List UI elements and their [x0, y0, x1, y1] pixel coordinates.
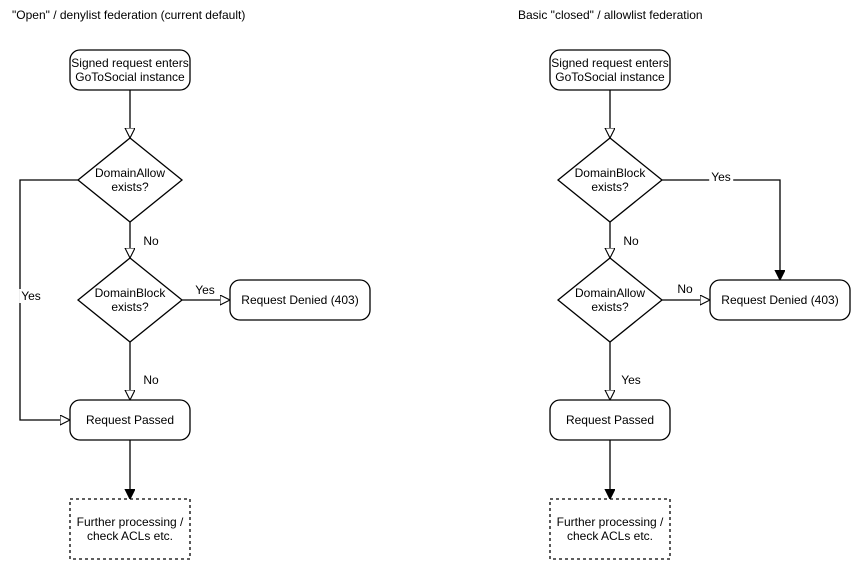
decision2-label: DomainBlock exists? [94, 286, 166, 314]
further-processing-box [69, 498, 191, 560]
diagram-open-denylist [19, 49, 371, 560]
diagram-title-open-denylist: "Open" / denylist federation (current de… [12, 8, 246, 22]
edge-label-no: No [621, 234, 641, 248]
further-processing-label: Further processing / check ACLs etc. [76, 515, 184, 543]
edge-label-yes: Yes [193, 283, 217, 297]
edge-label-yes: Yes [19, 289, 43, 303]
edge-label-yes: Yes [619, 373, 643, 387]
passed-node-label: Request Passed [85, 413, 175, 427]
edge-label-no: No [141, 373, 161, 387]
decision2-diamond [556, 257, 664, 343]
passed-node-box [69, 399, 191, 441]
edge-label-no: No [675, 282, 695, 296]
diagram-closed-allowlist [549, 49, 851, 560]
diagram-title-closed-allowlist: Basic "closed" / allowlist federation [518, 8, 703, 22]
denied-node-label: Request Denied (403) [721, 293, 839, 307]
further-processing-label: Further processing / check ACLs etc. [556, 515, 664, 543]
start-node-label: Signed request enters GoToSocial instanc… [71, 56, 189, 84]
passed-node-label: Request Passed [565, 413, 655, 427]
denied-node-label: Request Denied (403) [241, 293, 359, 307]
decision2-label: DomainAllow exists? [574, 286, 646, 314]
edge-decision1-yes-elbow-to-denied [662, 179, 780, 280]
edge-label-yes: Yes [709, 170, 733, 184]
decision1-label: DomainAllow exists? [94, 166, 166, 194]
decision1-diamond [556, 137, 664, 223]
denied-node-box [229, 279, 371, 321]
passed-node-box [549, 399, 671, 441]
denied-node-box [709, 279, 851, 321]
start-node-box [549, 49, 671, 91]
start-node-label: Signed request enters GoToSocial instanc… [551, 56, 669, 84]
edge-label-no: No [141, 234, 161, 248]
further-processing-box [549, 498, 671, 560]
decision1-label: DomainBlock exists? [574, 166, 646, 194]
start-node-box [69, 49, 191, 91]
decision2-diamond [76, 257, 184, 343]
decision1-diamond [76, 137, 184, 223]
